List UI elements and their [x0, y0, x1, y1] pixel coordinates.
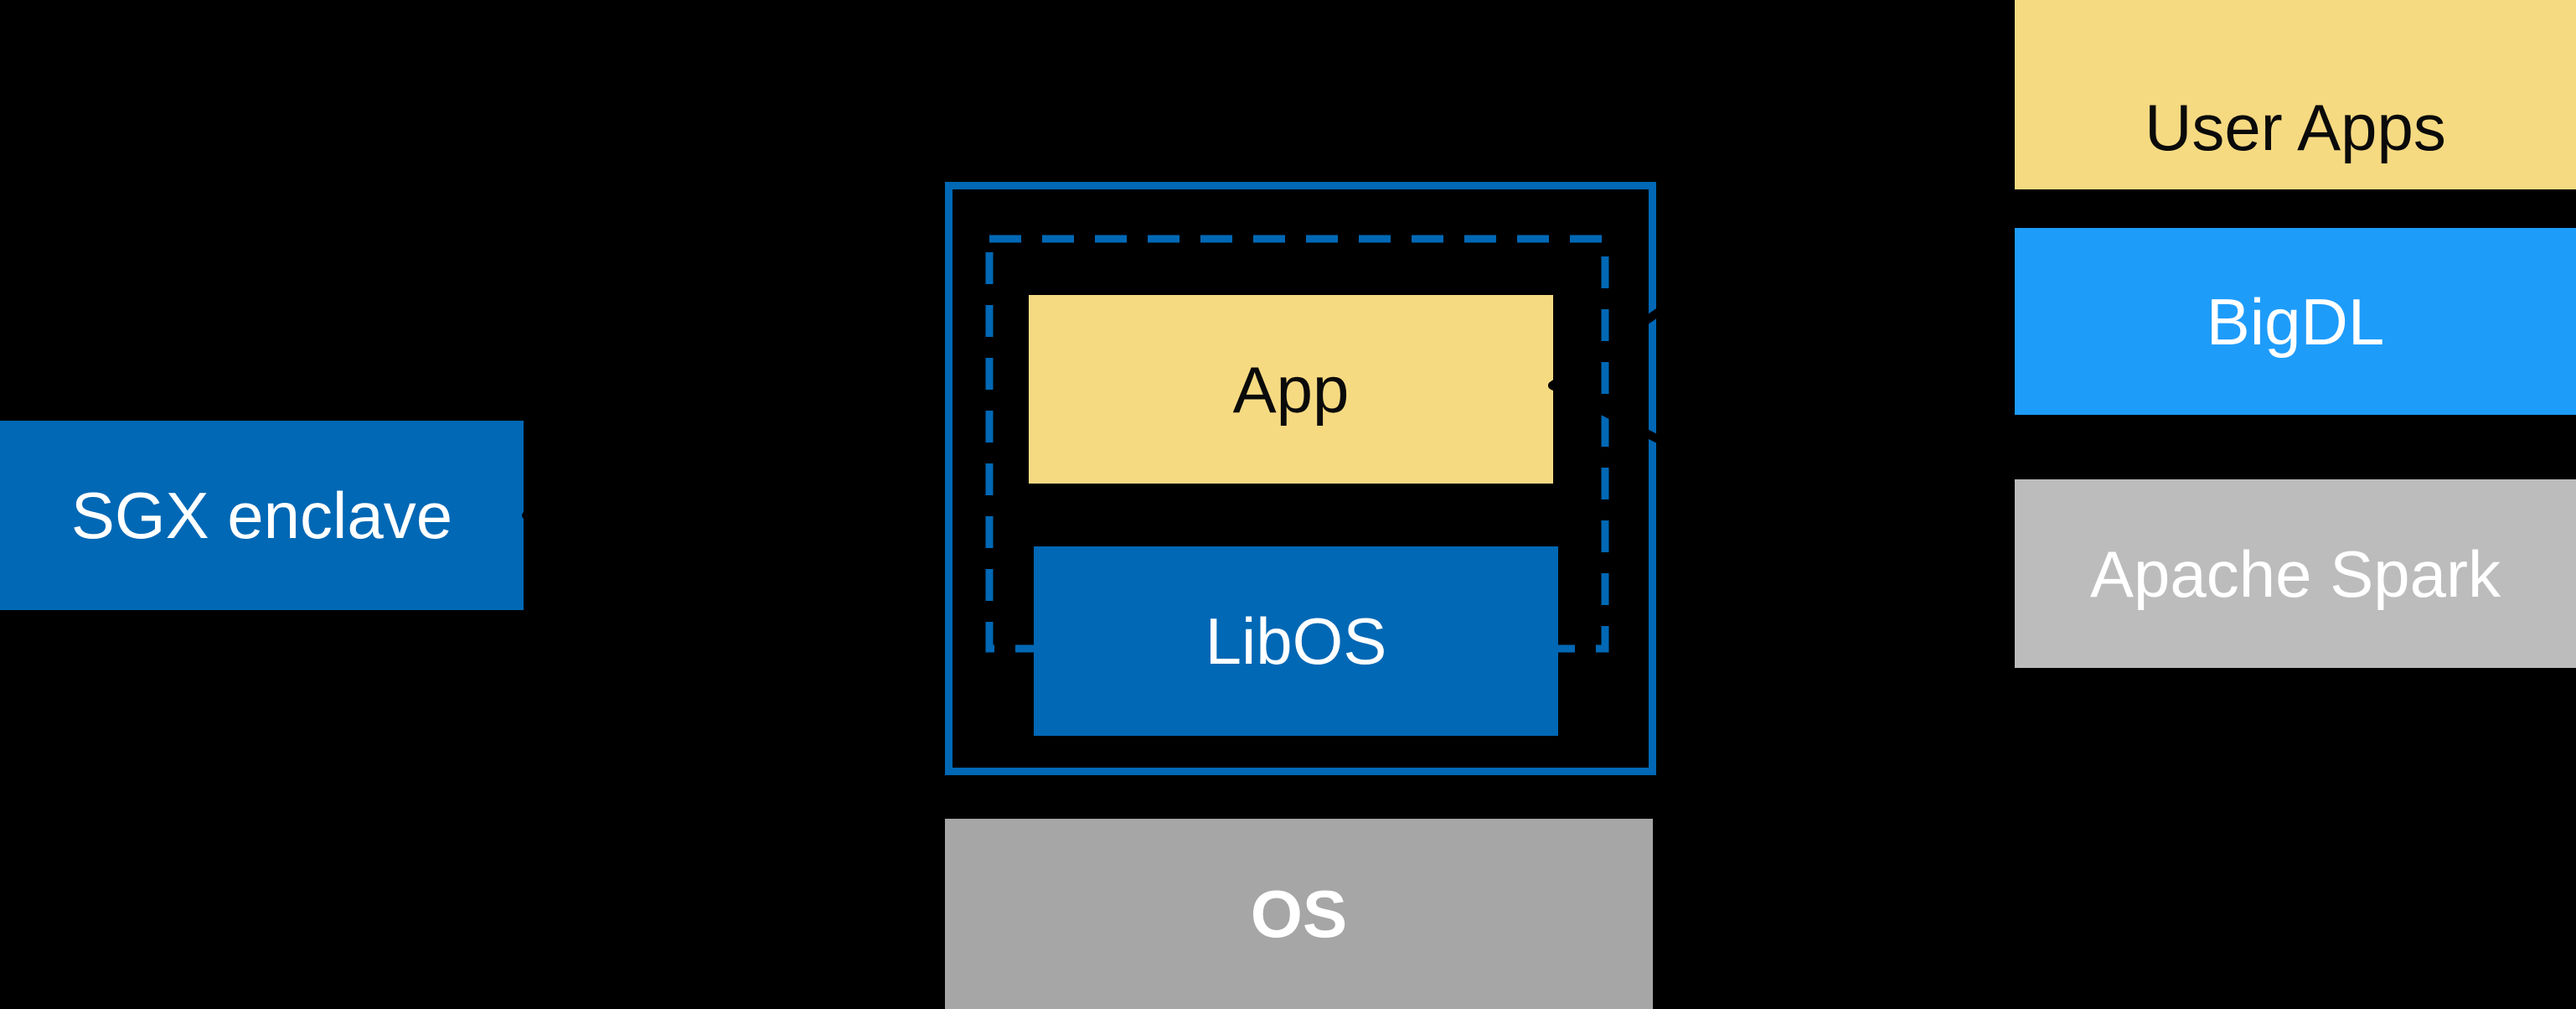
sgx-enclave-box: SGX enclave: [0, 421, 524, 610]
sgx-enclave-label: SGX enclave: [70, 479, 453, 552]
apache-spark-label: Apache Spark: [2090, 536, 2501, 611]
bigdl-label: BigDL: [2206, 284, 2385, 359]
os-box: OS: [945, 819, 1653, 1009]
os-label: OS: [1250, 876, 1348, 951]
app-box: App: [1029, 295, 1553, 484]
libos-label: LibOS: [1205, 604, 1387, 678]
user-apps-box: User Apps: [2015, 0, 2576, 189]
apache-spark-box: Apache Spark: [2015, 479, 2576, 668]
libos-box: LibOS: [1034, 546, 1558, 736]
user-apps-label: User Apps: [2145, 91, 2446, 164]
app-label: App: [1232, 352, 1350, 427]
bigdl-box: BigDL: [2015, 228, 2576, 415]
